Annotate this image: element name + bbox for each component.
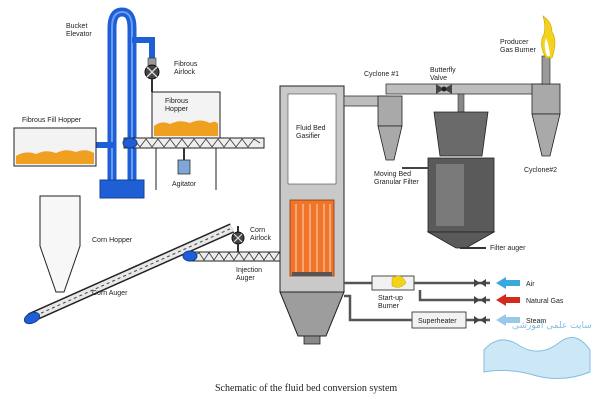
bucket-elevator	[90, 7, 155, 199]
fluid-bed-gasifier	[279, 85, 345, 345]
steam-label: Steam	[526, 318, 546, 325]
watermark-logo: سایت علمی آموزشی	[483, 319, 592, 379]
air-arrow-icon	[496, 277, 520, 289]
air-label: Air	[526, 281, 535, 288]
butterfly-valve	[436, 84, 452, 94]
injection-auger	[182, 250, 291, 262]
watermark-text: سایت علمی آموزشی	[512, 319, 592, 331]
superheater-label: Superheater	[418, 318, 457, 325]
producer-gas-burner-flame	[541, 15, 556, 59]
fibrous-fill-hopper	[13, 127, 97, 167]
corn-airlock	[231, 226, 245, 252]
fibrous-screw-conveyor	[122, 137, 265, 149]
cyclone-2-label: Cyclone#2	[524, 167, 557, 174]
fibrous-airlock	[144, 57, 160, 92]
corn-auger	[23, 223, 235, 325]
corn-auger-label: Corn Auger	[92, 290, 128, 297]
moving-bed-granular-filter	[402, 93, 496, 249]
corn-hopper-label: Corn Hopper	[92, 237, 133, 244]
utility-valves	[474, 279, 486, 324]
startup-burner	[371, 275, 415, 291]
agitator-label: Agitator	[172, 181, 197, 188]
natural-gas-arrow-icon	[496, 294, 520, 306]
steam-arrow-icon	[496, 314, 520, 326]
cyclone-1	[377, 95, 403, 161]
natural-gas-label: Natural Gas	[526, 298, 564, 305]
cyclone-1-label: Cyclone #1	[364, 71, 399, 78]
fibrous-fill-hopper-label: Fibrous Fill Hopper	[22, 117, 82, 124]
figure-caption: Schematic of the fluid bed conversion sy…	[215, 383, 397, 394]
corn-hopper	[39, 195, 81, 293]
agitator	[177, 148, 191, 175]
fibrous-hopper	[151, 91, 221, 190]
filter-auger-label: Filter auger	[490, 245, 526, 252]
cyclone-2	[531, 55, 561, 157]
